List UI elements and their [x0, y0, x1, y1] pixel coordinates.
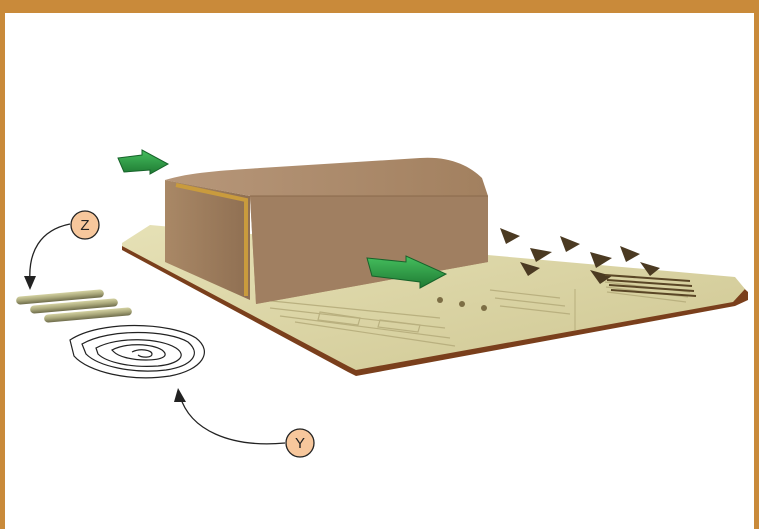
- callout-y: Y: [174, 388, 314, 457]
- callout-z: Z: [24, 211, 99, 290]
- callout-z-label: Z: [80, 217, 89, 234]
- green-arrow-icon: [118, 150, 168, 174]
- coiled-sanding-strip: [70, 326, 204, 378]
- wooden-dowels: [16, 289, 132, 323]
- callout-y-label: Y: [295, 435, 305, 452]
